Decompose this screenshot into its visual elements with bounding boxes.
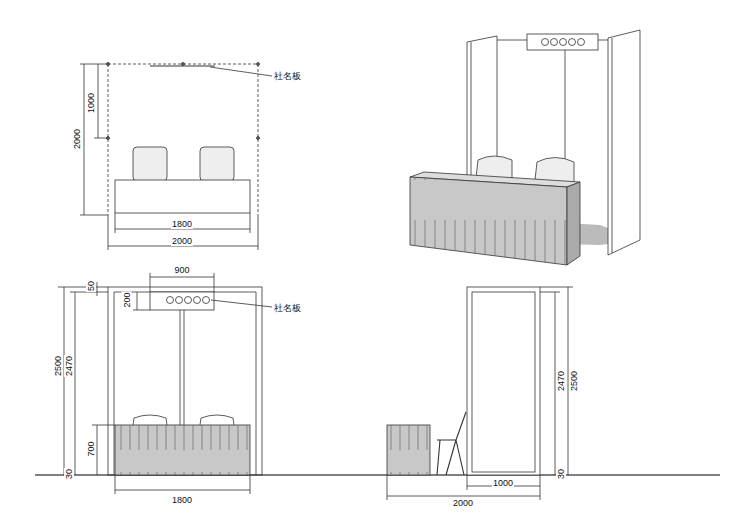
- dimension: 2000: [72, 128, 82, 150]
- dimension: 1800: [171, 495, 193, 505]
- dimension: 2470: [64, 355, 74, 377]
- dimension: 900: [173, 265, 190, 275]
- dimension: 50: [86, 280, 96, 292]
- dimension: 2500: [569, 370, 579, 392]
- dimension: 2000: [452, 498, 474, 508]
- part-name: 社名板: [273, 303, 302, 313]
- dimension: 700: [86, 440, 96, 457]
- dimension: 2500: [53, 355, 63, 377]
- dimension: 30: [64, 468, 74, 480]
- dimension: 1000: [86, 92, 96, 114]
- dimension: 2000: [171, 236, 193, 246]
- part-name: 社名板: [273, 71, 302, 81]
- dimension: 1000: [492, 478, 514, 488]
- dimension: 200: [122, 291, 132, 308]
- dimension: 1800: [171, 219, 193, 229]
- dimension: 2470: [556, 370, 566, 392]
- dimension: 30: [556, 468, 566, 480]
